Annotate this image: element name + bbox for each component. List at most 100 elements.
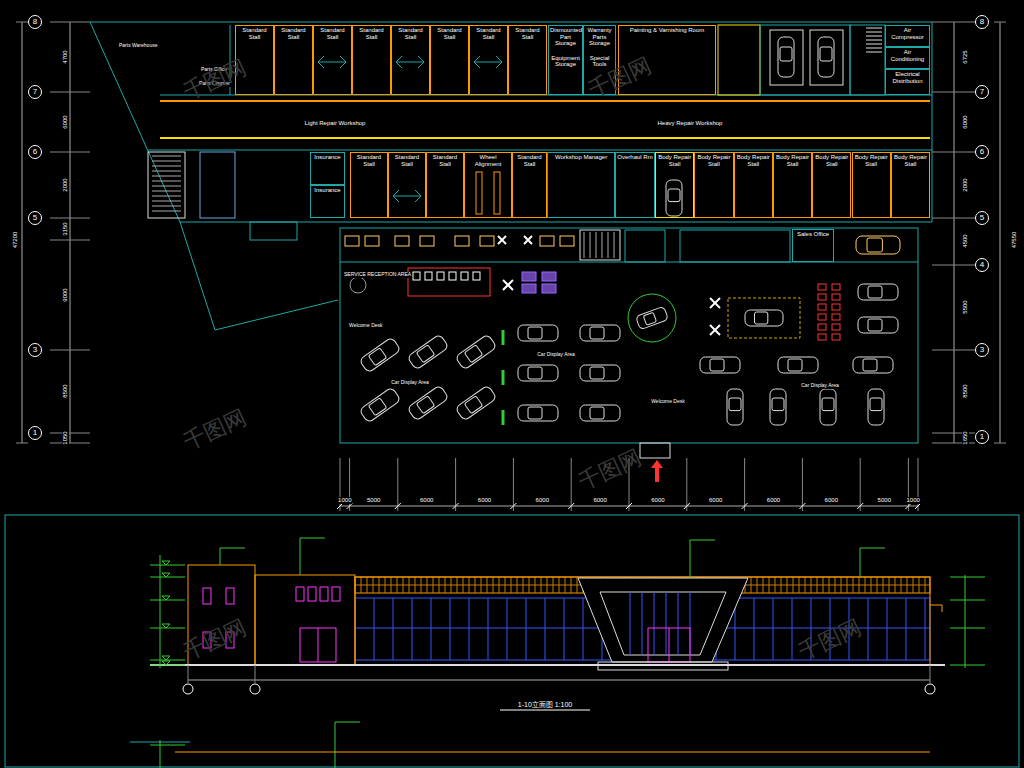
stair-step <box>152 191 181 192</box>
axis-line <box>255 665 256 683</box>
watermark: 千图网 <box>179 615 251 666</box>
room-name: Parts Warehouse <box>118 43 158 49</box>
car-symbol <box>518 325 558 341</box>
mullion <box>654 592 655 655</box>
window <box>296 587 304 601</box>
dimension-tick <box>626 503 632 509</box>
car-body <box>518 405 558 421</box>
dimension-tick <box>513 458 514 511</box>
label-holder: 6000 <box>953 114 971 129</box>
dimension-line <box>188 680 930 681</box>
level-mark <box>150 660 185 661</box>
car-body <box>778 357 818 373</box>
chair <box>832 304 840 310</box>
mullion <box>630 592 631 655</box>
level-mark <box>162 561 170 565</box>
mullion <box>526 598 527 660</box>
x-mark <box>524 236 532 244</box>
lane-line <box>160 137 930 139</box>
x-mark <box>503 280 513 290</box>
room-label: Electrical Distribution <box>886 70 929 85</box>
room-box: Air Compressor <box>885 25 930 47</box>
car-roof <box>868 319 882 331</box>
stair-step <box>590 232 591 258</box>
stall-box: Body Repair Stall <box>694 152 733 218</box>
area-name: Welcome Desk <box>650 399 686 405</box>
dimension-text: 6000 <box>419 497 434 504</box>
car-symbol <box>455 385 497 421</box>
dimension-text: 1050 <box>62 430 69 445</box>
leader-line <box>220 548 245 549</box>
stall-box: Body Repair Stall <box>891 152 930 218</box>
axis-bubble: 7 <box>975 85 989 99</box>
car-body <box>580 405 620 421</box>
car-body <box>455 334 497 370</box>
roof-edge <box>930 605 942 606</box>
leader-line <box>300 538 325 539</box>
room-label: Standard Stall <box>470 26 507 41</box>
dimension-text: 47200 <box>12 231 19 250</box>
car-symbol <box>778 357 818 373</box>
dimension-tick <box>932 265 975 266</box>
stall-box: Standard Stall <box>274 25 313 95</box>
stair-box <box>850 25 885 95</box>
car-symbol <box>853 357 893 373</box>
car-body <box>359 337 401 373</box>
car-roof <box>528 327 542 339</box>
label-holder: 2000 <box>53 177 71 192</box>
car-symbol <box>580 365 620 381</box>
car-roof <box>464 345 482 363</box>
dimension-tick <box>905 503 911 509</box>
stair-step <box>602 232 603 258</box>
lift-symbol <box>318 62 346 63</box>
level-mark <box>150 577 185 578</box>
lift-symbol <box>496 62 502 68</box>
room-label: Air Compressor <box>886 26 929 41</box>
door <box>300 628 336 662</box>
room-label: 7 <box>980 88 984 97</box>
car-symbol <box>727 389 743 425</box>
level-mark <box>950 665 985 666</box>
dimension-text: 6000 <box>477 497 492 504</box>
plant-bar <box>502 370 505 385</box>
sheet-frame <box>5 515 1019 767</box>
room-label: Standard Stall <box>275 26 312 41</box>
dimension-text: 6000 <box>766 497 781 504</box>
label-holder: 千图网 <box>574 445 646 496</box>
room-label: Special Tools <box>584 54 615 69</box>
parking-slot <box>810 30 843 85</box>
chair <box>818 334 826 340</box>
room-label: Body Repair Stall <box>774 153 811 168</box>
x-mark <box>498 236 506 244</box>
dimension-tick <box>742 503 748 509</box>
level-mark <box>950 628 985 629</box>
axis-bubble: 6 <box>975 145 989 159</box>
car-roof <box>368 398 386 416</box>
dimension-tick <box>510 503 516 509</box>
level-mark <box>150 745 185 746</box>
label-holder: Car Display Area <box>800 373 840 391</box>
room-label: 1 <box>33 429 37 438</box>
stair-step <box>152 166 181 167</box>
room-label: Insurance <box>311 153 344 162</box>
room-label: Standard Stall <box>509 26 546 41</box>
car-roof <box>590 367 604 379</box>
car-roof <box>416 345 434 363</box>
mullion <box>431 598 432 660</box>
mullion <box>887 598 888 660</box>
lift-symbol <box>396 62 402 68</box>
dimension-tick <box>799 503 805 509</box>
dimension-tick <box>932 152 975 153</box>
lift-symbol <box>474 62 480 68</box>
level-mark <box>162 656 170 660</box>
leader-line <box>860 548 885 549</box>
stall-box: Body Repair Stall <box>734 152 773 218</box>
dimension-line <box>22 22 23 443</box>
label-holder: 4700 <box>53 49 71 64</box>
dimension-text: 1000 <box>906 497 921 504</box>
dimension-tick <box>994 22 1006 23</box>
dimension-text: 4500 <box>962 233 969 248</box>
dimension-line <box>70 22 71 443</box>
display-stage <box>728 298 800 338</box>
